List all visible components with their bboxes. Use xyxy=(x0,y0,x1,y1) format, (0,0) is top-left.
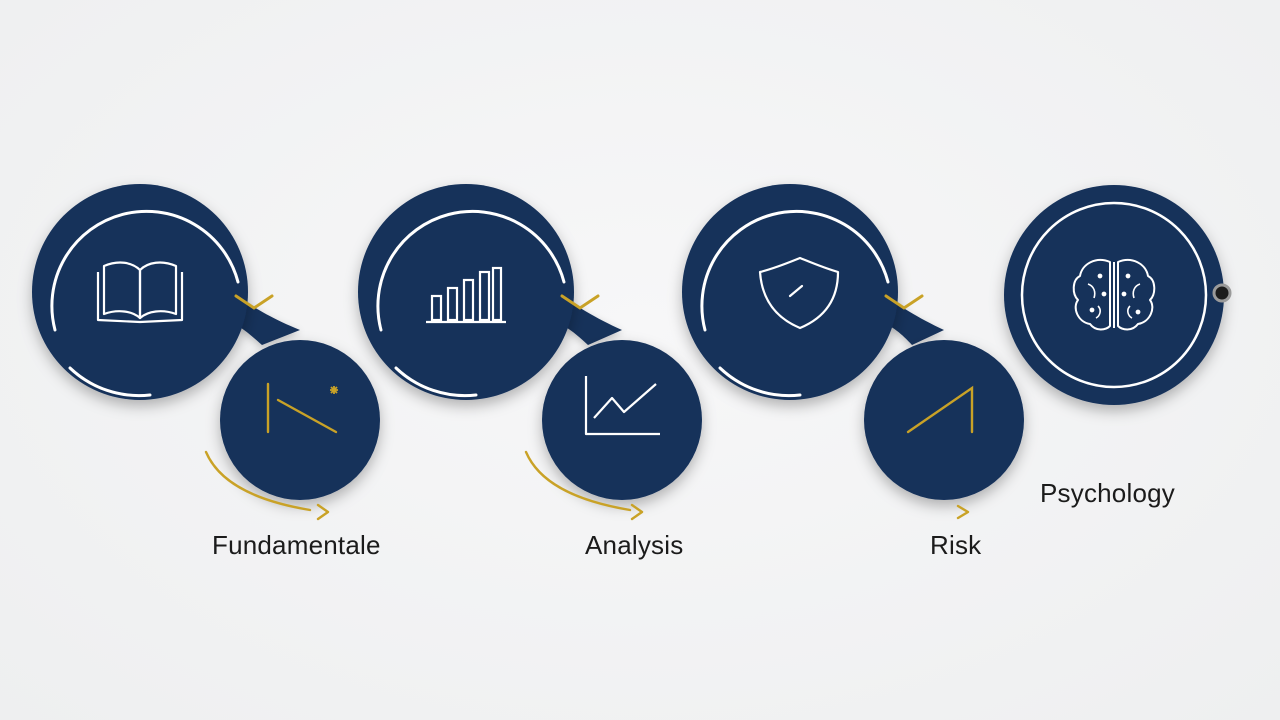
arrow-head-icon xyxy=(630,503,644,521)
line-graph-icon xyxy=(584,376,660,436)
ring-arc xyxy=(700,209,890,332)
stage-label-risk: Risk xyxy=(930,530,982,560)
stage-label-analysis: Analysis xyxy=(585,530,684,560)
ring-arc xyxy=(1020,201,1208,389)
stage-fundamentale xyxy=(32,184,380,521)
stage-label-fundamentale: Fundamentale xyxy=(212,530,381,560)
arrow-head-icon xyxy=(956,504,970,520)
ring-arc-lower xyxy=(68,366,152,398)
rising-line-icon xyxy=(906,385,974,434)
book-icon xyxy=(96,261,184,324)
curved-arrow xyxy=(204,450,312,512)
bar-chart-icon xyxy=(426,266,506,324)
gold-chevron xyxy=(234,294,274,310)
stage-analysis xyxy=(358,184,702,521)
stage-risk xyxy=(682,184,1024,520)
end-dot xyxy=(1212,283,1232,303)
ring-arc xyxy=(50,209,240,332)
stage-psychology xyxy=(1004,185,1232,405)
curved-arrow xyxy=(524,450,632,512)
gold-chevron xyxy=(560,294,600,310)
stage-label-psychology: Psychology xyxy=(1040,478,1175,508)
brain-icon xyxy=(1072,258,1156,331)
top-circle xyxy=(682,184,898,400)
top-circle xyxy=(358,184,574,400)
bottom-circle xyxy=(864,340,1024,500)
bottom-circle xyxy=(542,340,702,500)
shield-icon xyxy=(758,256,840,330)
bottom-circle xyxy=(220,340,380,500)
sparkle-icon xyxy=(330,386,338,394)
ring-arc-lower xyxy=(394,366,478,398)
ring-arc-lower xyxy=(718,366,802,398)
gold-chevron xyxy=(884,294,924,310)
arrow-head-icon xyxy=(316,503,330,521)
chart-line-icon xyxy=(266,382,338,434)
ring-arc xyxy=(376,209,566,332)
